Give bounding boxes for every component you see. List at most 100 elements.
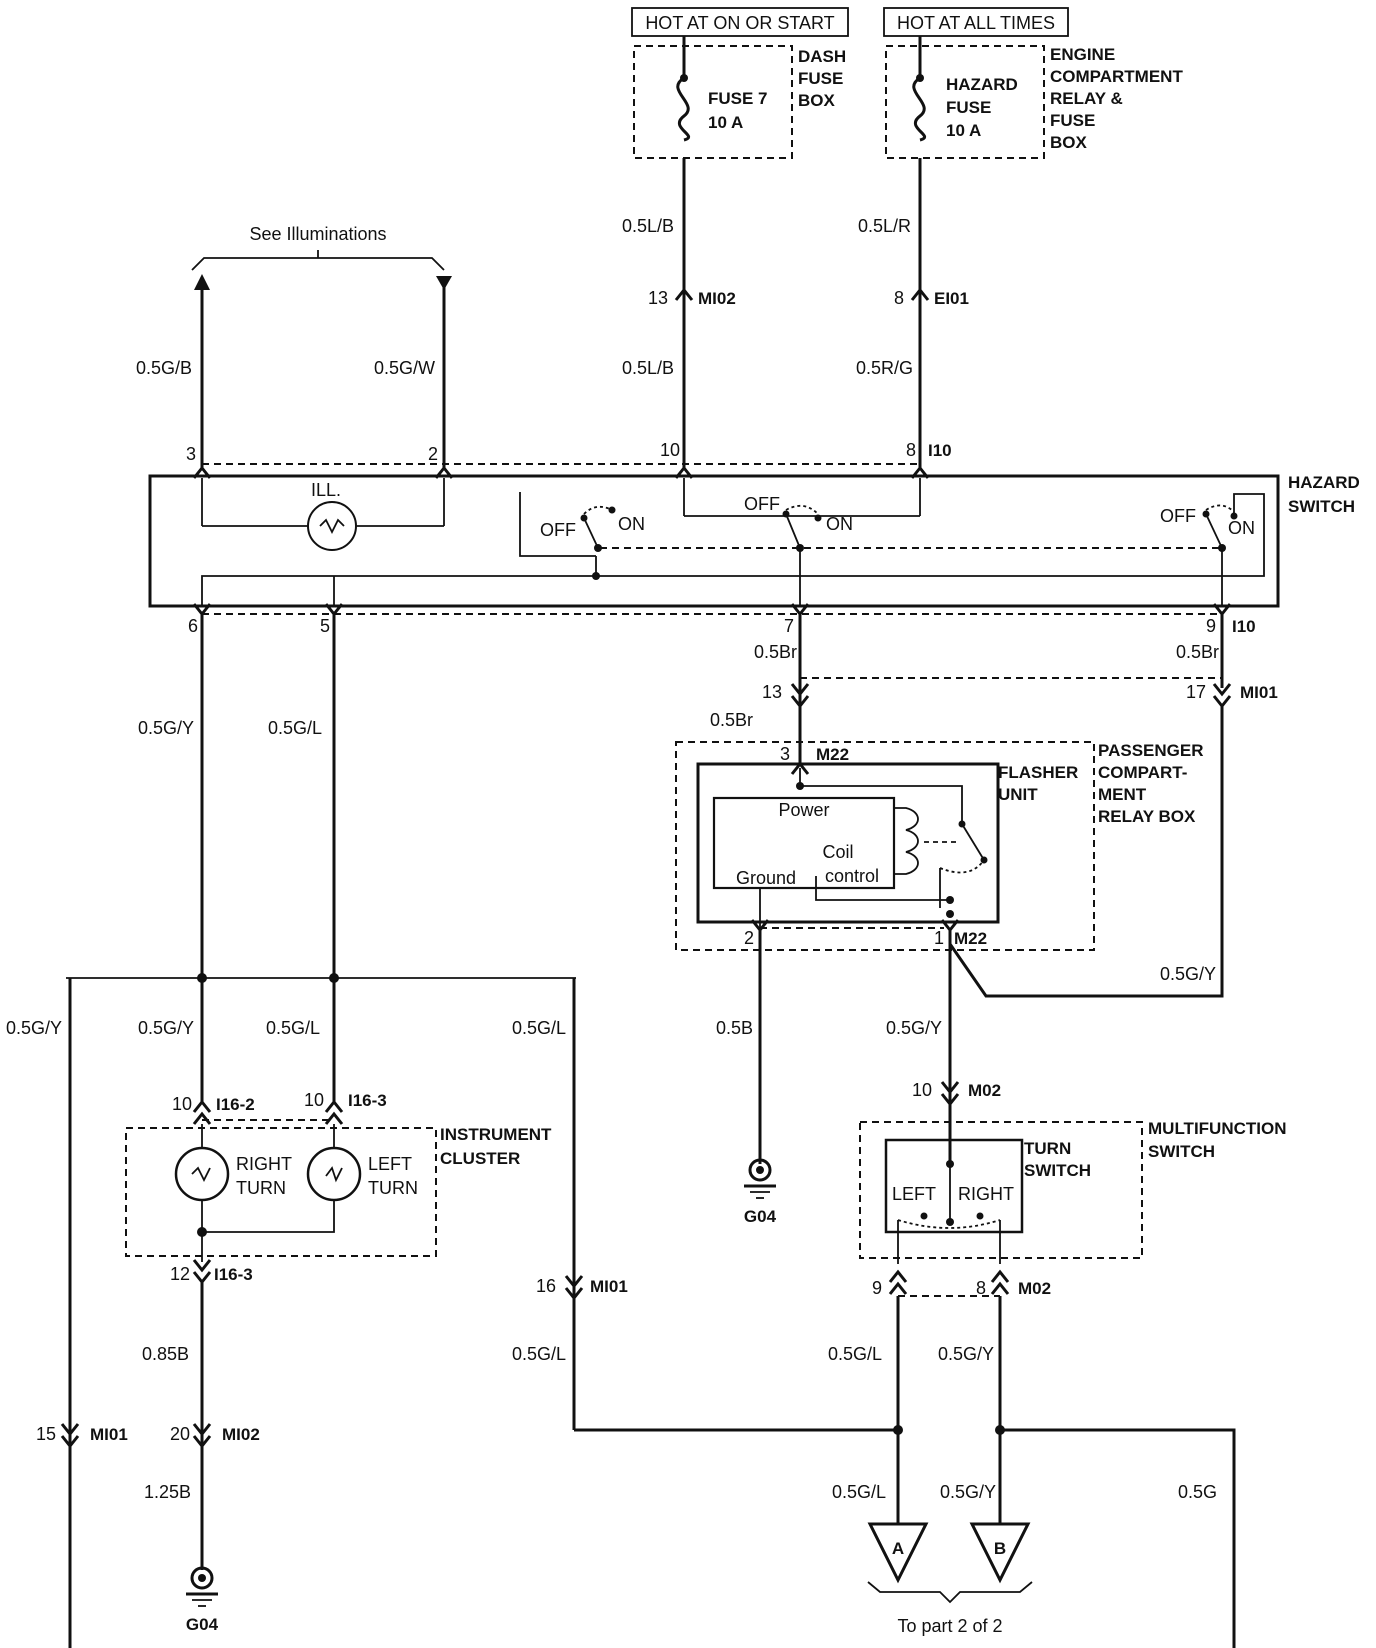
wire-label-gl-9: 0.5G/L xyxy=(828,1344,882,1364)
wire-label-gy-col1: 0.5G/Y xyxy=(138,1018,194,1038)
svg-text:HOT AT ON OR START: HOT AT ON OR START xyxy=(645,13,834,33)
svg-text:See Illuminations: See Illuminations xyxy=(249,224,386,244)
svg-text:TURN: TURN xyxy=(1024,1139,1071,1158)
svg-text:2: 2 xyxy=(428,444,438,464)
engine-compartment-fuse-box: HAZARD FUSE 10 A ENGINE COMPARTMENT RELA… xyxy=(885,36,1183,159)
svg-text:FUSE: FUSE xyxy=(1050,111,1095,130)
connector-m02-10: 10 M02 xyxy=(912,1080,1001,1107)
svg-text:MI02: MI02 xyxy=(222,1425,260,1444)
dash-fuse-box: FUSE 7 10 A DASH FUSE BOX xyxy=(633,36,846,159)
svg-text:M02: M02 xyxy=(968,1081,1001,1100)
svg-text:20: 20 xyxy=(170,1424,190,1444)
connector-m22-top: 3 M22 xyxy=(780,744,849,775)
svg-text:I16-2: I16-2 xyxy=(216,1095,255,1114)
svg-text:SWITCH: SWITCH xyxy=(1148,1142,1215,1161)
arrow-up-icon xyxy=(194,274,210,290)
connector-mi02-20: 20 MI02 xyxy=(170,1423,260,1449)
wire-label-b-085: 0.85B xyxy=(142,1344,189,1364)
svg-text:COMPART-: COMPART- xyxy=(1098,763,1187,782)
svg-text:RELAY BOX: RELAY BOX xyxy=(1098,807,1196,826)
svg-text:UNIT: UNIT xyxy=(998,785,1038,804)
svg-text:8: 8 xyxy=(906,440,916,460)
svg-text:10: 10 xyxy=(304,1090,324,1110)
svg-text:FLASHER: FLASHER xyxy=(998,763,1078,782)
hazard-fuse-icon xyxy=(912,76,927,142)
connector-m02-bottom: 9 8 M02 xyxy=(872,1269,1051,1298)
instrument-cluster: INSTRUMENT CLUSTER RIGHT TURN LEFT TURN xyxy=(125,1124,552,1262)
connector-i16-3-top: 10 I16-3 xyxy=(304,1090,387,1125)
svg-text:control: control xyxy=(825,866,879,886)
svg-text:SWITCH: SWITCH xyxy=(1288,497,1355,516)
svg-text:BOX: BOX xyxy=(798,91,836,110)
svg-text:ON: ON xyxy=(1228,518,1255,538)
svg-text:INSTRUMENT: INSTRUMENT xyxy=(440,1125,552,1144)
svg-text:M02: M02 xyxy=(1018,1279,1051,1298)
svg-text:EI01: EI01 xyxy=(934,289,969,308)
svg-text:10: 10 xyxy=(172,1094,192,1114)
svg-text:0.5G/W: 0.5G/W xyxy=(374,358,435,378)
wire-label-br-9: 0.5Br xyxy=(1176,642,1219,662)
svg-text:17: 17 xyxy=(1186,682,1206,702)
svg-text:RELAY &: RELAY & xyxy=(1050,89,1123,108)
arrow-down-icon xyxy=(436,276,452,290)
svg-text:16: 16 xyxy=(536,1276,556,1296)
svg-text:10 A: 10 A xyxy=(708,113,743,132)
svg-text:10: 10 xyxy=(912,1080,932,1100)
svg-text:3: 3 xyxy=(186,444,196,464)
svg-text:ILL.: ILL. xyxy=(311,480,341,500)
connector-ei01-8: 8 EI01 xyxy=(894,287,969,308)
svg-text:PASSENGER: PASSENGER xyxy=(1098,741,1204,760)
svg-text:12: 12 xyxy=(170,1264,190,1284)
connector-i16-3-bottom: 12 I16-3 xyxy=(170,1259,253,1285)
svg-text:MI01: MI01 xyxy=(590,1277,628,1296)
wire-label-lr-top: 0.5L/R xyxy=(858,216,911,236)
hot-at-all-times-label: HOT AT ALL TIMES xyxy=(883,7,1069,37)
hazard-switch: 3 2 10 8 I10 ILL. OFF ON OFF ON OFF ON xyxy=(148,440,1360,608)
svg-text:MI01: MI01 xyxy=(1240,683,1278,702)
wire-label-b-125: 1.25B xyxy=(144,1482,191,1502)
svg-text:13: 13 xyxy=(762,682,782,702)
svg-text:OFF: OFF xyxy=(744,494,780,514)
passenger-compartment-relay-box: PASSENGER COMPART- MENT RELAY BOX xyxy=(675,741,1204,951)
svg-text:FUSE: FUSE xyxy=(946,98,991,117)
svg-text:BOX: BOX xyxy=(1050,133,1088,152)
svg-text:5: 5 xyxy=(320,616,330,636)
svg-text:0.5G/B: 0.5G/B xyxy=(136,358,192,378)
svg-text:HAZARD: HAZARD xyxy=(1288,473,1360,492)
svg-text:FUSE: FUSE xyxy=(798,69,843,88)
svg-text:CLUSTER: CLUSTER xyxy=(440,1149,520,1168)
ground-g04-cluster-icon xyxy=(186,1566,218,1607)
svg-text:13: 13 xyxy=(648,288,668,308)
svg-text:TURN: TURN xyxy=(368,1178,418,1198)
wire-label-gl-16: 0.5G/L xyxy=(512,1344,566,1364)
svg-text:TURN: TURN xyxy=(236,1178,286,1198)
svg-text:15: 15 xyxy=(36,1424,56,1444)
svg-text:DASH: DASH xyxy=(798,47,846,66)
ground-g04-flasher-label: G04 xyxy=(744,1207,777,1226)
svg-text:MI01: MI01 xyxy=(90,1425,128,1444)
svg-text:ENGINE: ENGINE xyxy=(1050,45,1115,64)
svg-text:I16-3: I16-3 xyxy=(348,1091,387,1110)
svg-text:I16-3: I16-3 xyxy=(214,1265,253,1284)
svg-text:8: 8 xyxy=(894,288,904,308)
connector-mi01-15: 15 MI01 xyxy=(36,1423,128,1449)
svg-text:HOT AT ALL TIMES: HOT AT ALL TIMES xyxy=(897,13,1055,33)
wire-label-br-7: 0.5Br xyxy=(754,642,797,662)
svg-text:3: 3 xyxy=(780,744,790,764)
wire-label-gl-col3: 0.5G/L xyxy=(512,1018,566,1038)
svg-text:MENT: MENT xyxy=(1098,785,1147,804)
svg-text:MULTIFUNCTION: MULTIFUNCTION xyxy=(1148,1119,1287,1138)
ground-g04-cluster-label: G04 xyxy=(186,1615,219,1634)
svg-text:10: 10 xyxy=(660,440,680,460)
svg-text:HAZARD: HAZARD xyxy=(946,75,1018,94)
wire-label-gy-m22: 0.5G/Y xyxy=(1160,964,1216,984)
wire-label-gy-6: 0.5G/Y xyxy=(138,718,194,738)
svg-text:Power: Power xyxy=(778,800,829,820)
wire-label-g-return: 0.5G xyxy=(1178,1482,1217,1502)
svg-text:A: A xyxy=(892,1539,904,1558)
connector-i10-bottom: 6 5 7 9 I10 xyxy=(188,603,1256,636)
svg-text:RIGHT: RIGHT xyxy=(958,1184,1014,1204)
svg-text:Ground: Ground xyxy=(736,868,796,888)
wire-label-br-13: 0.5Br xyxy=(710,710,753,730)
